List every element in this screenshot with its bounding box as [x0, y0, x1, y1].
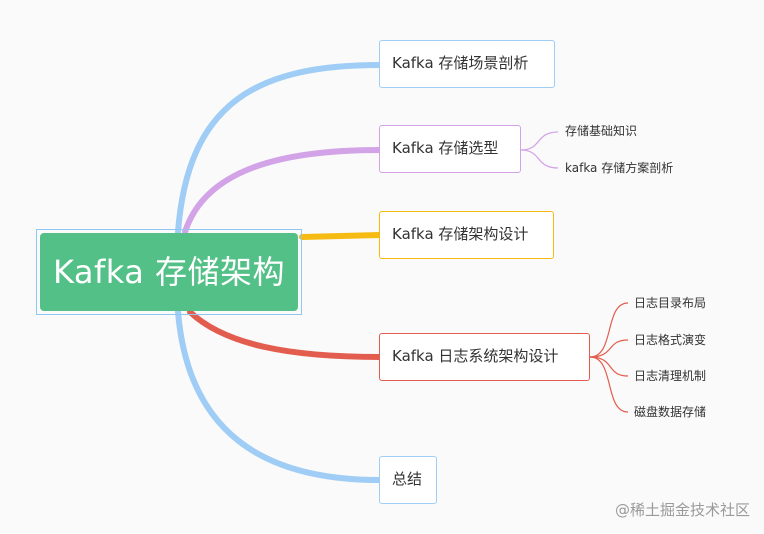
branch-node-4[interactable]: Kafka 日志系统架构设计 — [379, 333, 590, 381]
sub-node-log-cleanup[interactable]: 日志清理机制 — [634, 369, 707, 383]
connector-branch-4 — [187, 309, 383, 360]
sub-node-log-format[interactable]: 日志格式演变 — [634, 333, 707, 347]
connector-branch-1 — [175, 62, 383, 235]
root-node[interactable]: Kafka 存储架构 — [36, 229, 302, 315]
branch-node-5[interactable]: 总结 — [379, 456, 437, 504]
connector-sub-2b — [520, 149, 559, 169]
sub-node-storage-solution[interactable]: kafka 存储方案剖析 — [565, 161, 674, 175]
root-node-label: Kafka 存储架构 — [40, 233, 298, 311]
connector-sub-4c — [589, 356, 629, 377]
connector-branch-2 — [182, 147, 383, 235]
branch-node-1[interactable]: Kafka 存储场景剖析 — [379, 40, 555, 88]
connector-sub-2a — [520, 131, 559, 151]
sub-node-disk-storage[interactable]: 磁盘数据存储 — [634, 405, 707, 419]
connector-sub-4b — [589, 339, 629, 358]
sub-node-storage-basics[interactable]: 存储基础知识 — [565, 124, 638, 138]
connector-sub-4a — [589, 302, 629, 358]
connector-branch-5 — [175, 309, 383, 483]
branch-node-3[interactable]: Kafka 存储架构设计 — [379, 211, 554, 259]
branch-node-2[interactable]: Kafka 存储选型 — [379, 125, 521, 173]
watermark: @稀土掘金技术社区 — [614, 501, 750, 519]
connector-sub-4d — [589, 356, 629, 413]
sub-node-log-dir-layout[interactable]: 日志目录布局 — [634, 296, 707, 310]
connector-branch-3 — [299, 232, 383, 240]
